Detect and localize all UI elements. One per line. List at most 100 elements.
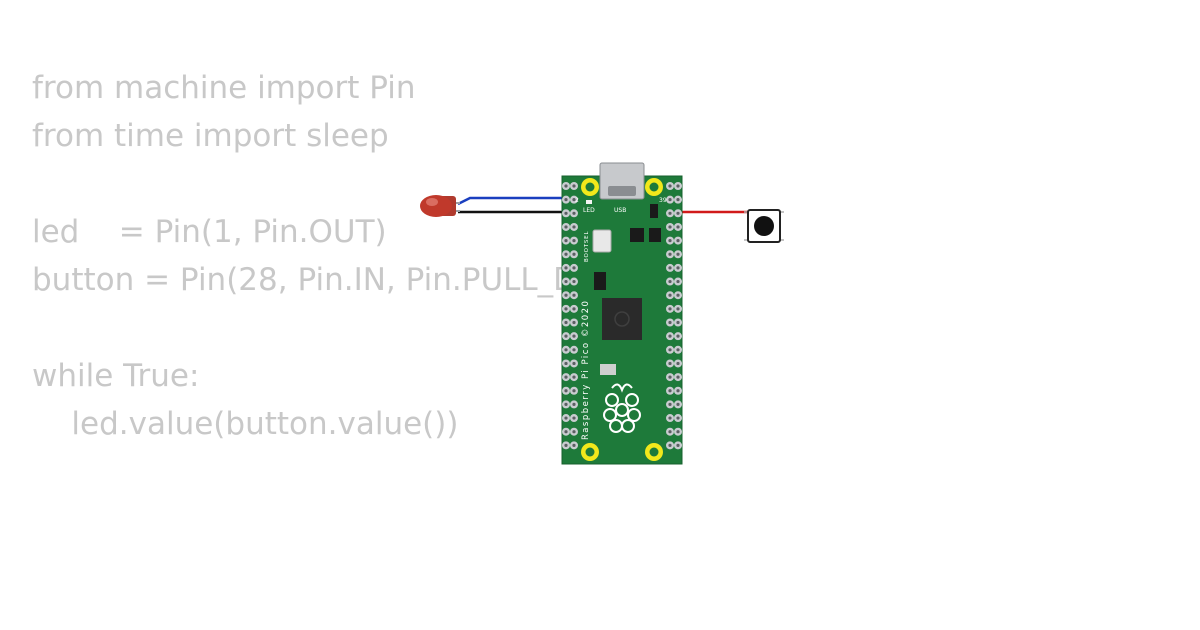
pin-left-hole bbox=[564, 252, 568, 256]
pin-right-hole bbox=[676, 239, 680, 243]
pin-left-hole bbox=[564, 320, 568, 325]
pin-left-hole bbox=[564, 416, 568, 420]
pin-left-hole bbox=[564, 334, 568, 338]
pin-left-inner-hole bbox=[572, 225, 576, 229]
pin-left-inner-hole bbox=[572, 307, 576, 311]
pin-right-inner-hole bbox=[668, 416, 672, 420]
pin-left-inner-hole bbox=[572, 239, 576, 243]
pin-right-hole bbox=[676, 307, 680, 311]
regulator-chip bbox=[649, 228, 661, 242]
pin-right-inner-hole bbox=[668, 225, 672, 229]
mounting-holes bbox=[581, 178, 663, 461]
pin-left-inner-hole bbox=[572, 320, 576, 325]
pin-right-inner-hole bbox=[668, 334, 672, 338]
pin-header-left bbox=[562, 182, 578, 450]
pin-left-hole bbox=[564, 184, 568, 188]
pin-right-inner-hole bbox=[668, 211, 672, 215]
pin-header-right bbox=[666, 182, 682, 450]
pin-left-hole bbox=[564, 239, 568, 243]
pin-right-inner-hole bbox=[668, 430, 672, 434]
pin-right-hole bbox=[676, 348, 680, 352]
pin-right-hole bbox=[676, 389, 680, 393]
pin-right-hole bbox=[676, 361, 680, 366]
pin-left-hole bbox=[564, 211, 568, 215]
pin-right-hole bbox=[676, 225, 680, 229]
pin-right-hole bbox=[676, 279, 680, 284]
pin-right-hole bbox=[676, 198, 680, 202]
pin-left-hole bbox=[564, 361, 568, 366]
pin-right-hole bbox=[676, 430, 680, 434]
code-line-2: from time import sleep bbox=[32, 118, 389, 154]
pin-right-hole bbox=[676, 266, 680, 270]
flash-chip bbox=[630, 228, 644, 242]
pin-left-inner-hole bbox=[572, 443, 576, 447]
pin-left-hole bbox=[564, 293, 568, 297]
pin-right-hole bbox=[676, 211, 680, 215]
pin-right-inner-hole bbox=[668, 443, 672, 447]
pin-right-inner-hole bbox=[668, 239, 672, 243]
pin-right-hole bbox=[676, 252, 680, 256]
pin-left-hole bbox=[564, 402, 568, 406]
pin-right-inner-hole bbox=[668, 266, 672, 270]
pin-left-inner-hole bbox=[572, 416, 576, 420]
pin-left-hole bbox=[564, 348, 568, 352]
pushbutton-component[interactable] bbox=[744, 209, 784, 243]
pin-right-inner-hole bbox=[668, 361, 672, 366]
bootsel-button[interactable] bbox=[592, 229, 612, 253]
pin-left-inner-hole bbox=[572, 266, 576, 270]
rp2040-logo bbox=[614, 311, 630, 327]
pin-left-hole bbox=[564, 443, 568, 447]
raspberry-logo-icon bbox=[603, 383, 641, 433]
pin-left-inner-hole bbox=[572, 375, 576, 379]
smd-part bbox=[650, 204, 658, 218]
led-component[interactable] bbox=[420, 195, 460, 217]
pin-right-inner-hole bbox=[668, 307, 672, 311]
pin-left-hole bbox=[564, 279, 568, 284]
pin-left-inner-hole bbox=[572, 198, 576, 202]
pin-left-inner-hole bbox=[572, 430, 576, 434]
pin-right-inner-hole bbox=[668, 198, 672, 202]
pin-left-inner-hole bbox=[572, 211, 576, 215]
pin-right-hole bbox=[676, 402, 680, 406]
wire-red[interactable] bbox=[670, 210, 748, 242]
pin-right-inner-hole bbox=[668, 402, 672, 406]
wire-blue[interactable] bbox=[457, 196, 572, 206]
code-line-7: while True: bbox=[32, 358, 200, 394]
usb-label: USB bbox=[614, 207, 626, 214]
pin-right-hole bbox=[676, 416, 680, 420]
pin-right-hole bbox=[676, 320, 680, 325]
pin-left-hole bbox=[564, 198, 568, 202]
pin-right-inner-hole bbox=[668, 279, 672, 284]
pin-right-inner-hole bbox=[668, 320, 672, 325]
pin-right-hole bbox=[676, 293, 680, 297]
pin-left-inner-hole bbox=[572, 389, 576, 393]
pin-left-hole bbox=[564, 266, 568, 270]
pin-right-inner-hole bbox=[668, 293, 672, 297]
pin-left-inner-hole bbox=[572, 361, 576, 366]
pin-last-label: 39 bbox=[659, 197, 667, 204]
pin-left-hole bbox=[564, 375, 568, 379]
board-name-label: Raspberry Pi Pico ©2020 bbox=[581, 300, 591, 440]
pin-left-inner-hole bbox=[572, 293, 576, 297]
pin-right-inner-hole bbox=[668, 252, 672, 256]
pin-right-hole bbox=[676, 184, 680, 188]
pico-board: Raspberry Pi Pico ©2020 BOOTSEL USB LED … bbox=[561, 162, 683, 465]
pin-first-label: 2 bbox=[575, 197, 579, 204]
pin-right-hole bbox=[676, 443, 680, 447]
code-line-8: led.value(button.value()) bbox=[32, 406, 459, 442]
pin-left-inner-hole bbox=[572, 252, 576, 256]
led-label: LED bbox=[583, 207, 595, 214]
pin-left-inner-hole bbox=[572, 184, 576, 188]
debug-pad bbox=[600, 364, 616, 375]
pin-left-inner-hole bbox=[572, 334, 576, 338]
pin-left-inner-hole bbox=[572, 402, 576, 406]
pin-left-inner-hole bbox=[572, 348, 576, 352]
pin-left-hole bbox=[564, 430, 568, 434]
pin-right-inner-hole bbox=[668, 348, 672, 352]
pushbutton-cap[interactable] bbox=[754, 216, 774, 236]
code-line-1: from machine import Pin bbox=[32, 70, 416, 106]
code-line-4: led = Pin(1, Pin.OUT) bbox=[32, 214, 387, 250]
rp2040-chip bbox=[602, 298, 642, 340]
